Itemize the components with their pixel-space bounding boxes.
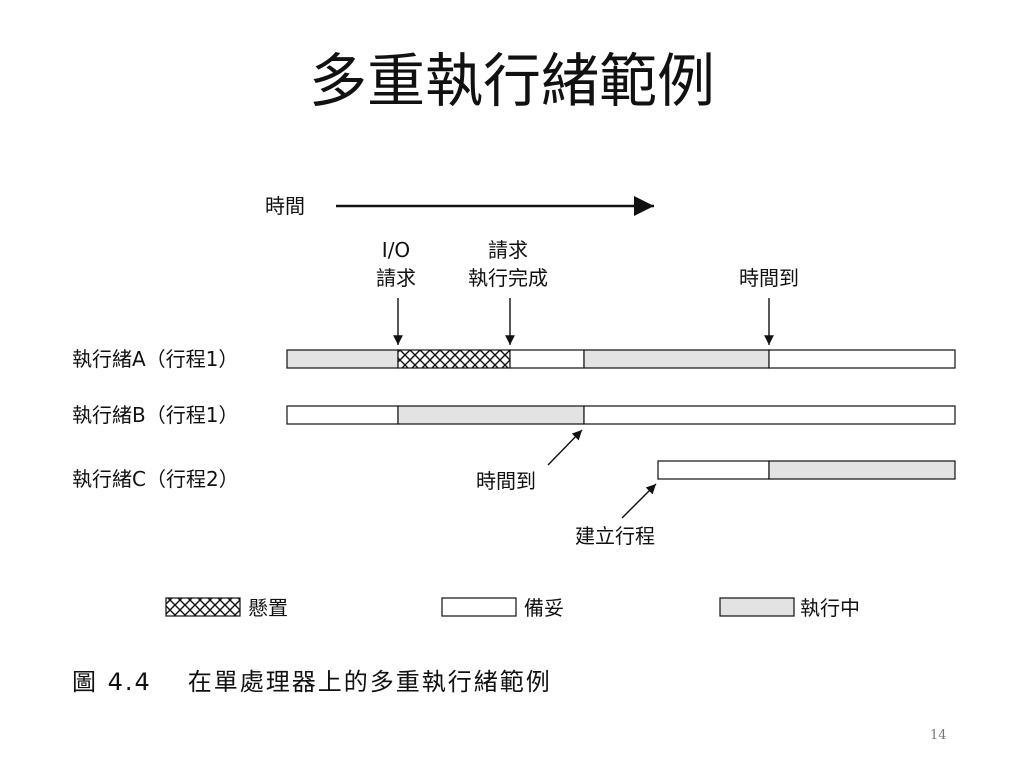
- thread-a-bar: [286, 349, 956, 369]
- thread-a-running-segment-1: [286, 349, 399, 369]
- legend-running-swatch: [719, 597, 795, 617]
- thread-c-ready-segment: [657, 460, 770, 480]
- thread-a-label: 執行緒A（行程1）: [72, 347, 238, 371]
- figure-caption-text: 在單處理器上的多重執行緒範例: [187, 668, 552, 696]
- request-complete-label-line2: 執行完成: [468, 266, 548, 290]
- legend-running-label: 執行中: [800, 596, 860, 620]
- legend-blocked-swatch: [165, 597, 241, 617]
- legend-ready-label: 備妥: [524, 596, 564, 620]
- timeout-b-arrow: [547, 429, 583, 466]
- io-request-label-line2: 請求: [376, 266, 416, 290]
- thread-a-ready-segment-2: [768, 349, 956, 369]
- thread-c-bar: [657, 460, 956, 480]
- thread-b-ready-segment-2: [583, 405, 956, 425]
- legend: 懸置 備妥 執行中: [165, 596, 860, 620]
- thread-a-running-segment-2: [583, 349, 770, 369]
- slide-title: 多重執行緒範例: [308, 47, 715, 115]
- thread-b-running-segment: [397, 405, 585, 425]
- create-process-label: 建立行程: [575, 524, 655, 548]
- thread-b-bar: [286, 405, 956, 425]
- create-process-arrow: [621, 483, 657, 519]
- thread-a-blocked-segment: [397, 349, 511, 369]
- time-label: 時間: [265, 194, 305, 218]
- timeout-a-label: 時間到: [739, 266, 799, 290]
- legend-ready-swatch: [441, 597, 517, 617]
- thread-a-ready-segment-1: [509, 349, 585, 369]
- timeout-b-label: 時間到: [476, 469, 536, 493]
- thread-c-label: 執行緒C（行程2）: [72, 467, 239, 491]
- thread-b-label: 執行緒B（行程1）: [72, 403, 238, 427]
- request-complete-label-line1: 請求: [488, 238, 528, 262]
- thread-b-ready-segment-1: [286, 405, 399, 425]
- legend-blocked-label: 懸置: [248, 596, 288, 620]
- thread-c-running-segment: [768, 460, 956, 480]
- io-request-label-line1: I/O: [382, 238, 410, 262]
- figure-caption: 圖 4.4 在單處理器上的多重執行緒範例: [72, 662, 552, 697]
- figure-caption-number: 圖 4.4: [72, 668, 152, 696]
- page-number: 14: [930, 728, 947, 743]
